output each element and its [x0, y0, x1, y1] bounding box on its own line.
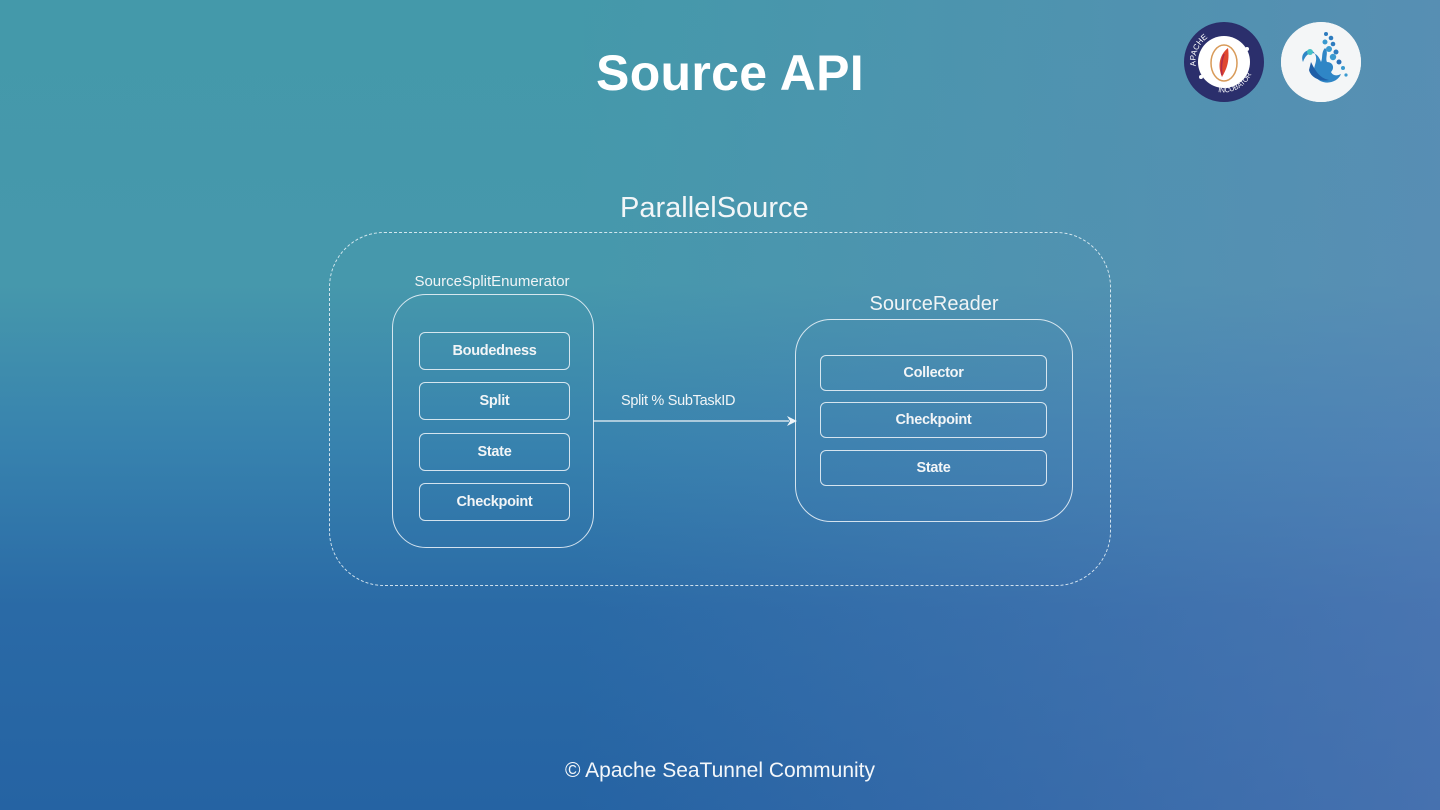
- enumerator-item-boudedness: Boudedness: [419, 332, 570, 370]
- apache-incubator-logo: APACHE INCUBATOR: [1184, 22, 1264, 102]
- parallel-source-boundary: [329, 232, 1111, 586]
- seatunnel-wave-icon: [1281, 22, 1361, 102]
- enumerator-item-checkpoint: Checkpoint: [419, 483, 570, 521]
- split-assignment-arrow: [593, 416, 797, 426]
- edge-label: Split % SubTaskID: [621, 393, 736, 409]
- reader-item-state: State: [820, 450, 1047, 486]
- enumerator-item-split: Split: [419, 382, 570, 420]
- reader-item-checkpoint: Checkpoint: [820, 402, 1047, 438]
- seatunnel-logo: [1281, 22, 1361, 102]
- slide-footer: © Apache SeaTunnel Community: [564, 759, 876, 782]
- enumerator-label: SourceSplitEnumerator: [414, 273, 570, 290]
- slide-title: Source API: [596, 45, 864, 101]
- apache-feather-icon: APACHE INCUBATOR: [1185, 23, 1263, 101]
- enumerator-item-state: State: [419, 433, 570, 471]
- diagram-title-parallel-source: ParallelSource: [620, 192, 809, 224]
- reader-item-collector: Collector: [820, 355, 1047, 391]
- source-reader-box: [795, 319, 1073, 522]
- reader-label: SourceReader: [869, 293, 999, 315]
- arrow-head-icon: [787, 416, 797, 426]
